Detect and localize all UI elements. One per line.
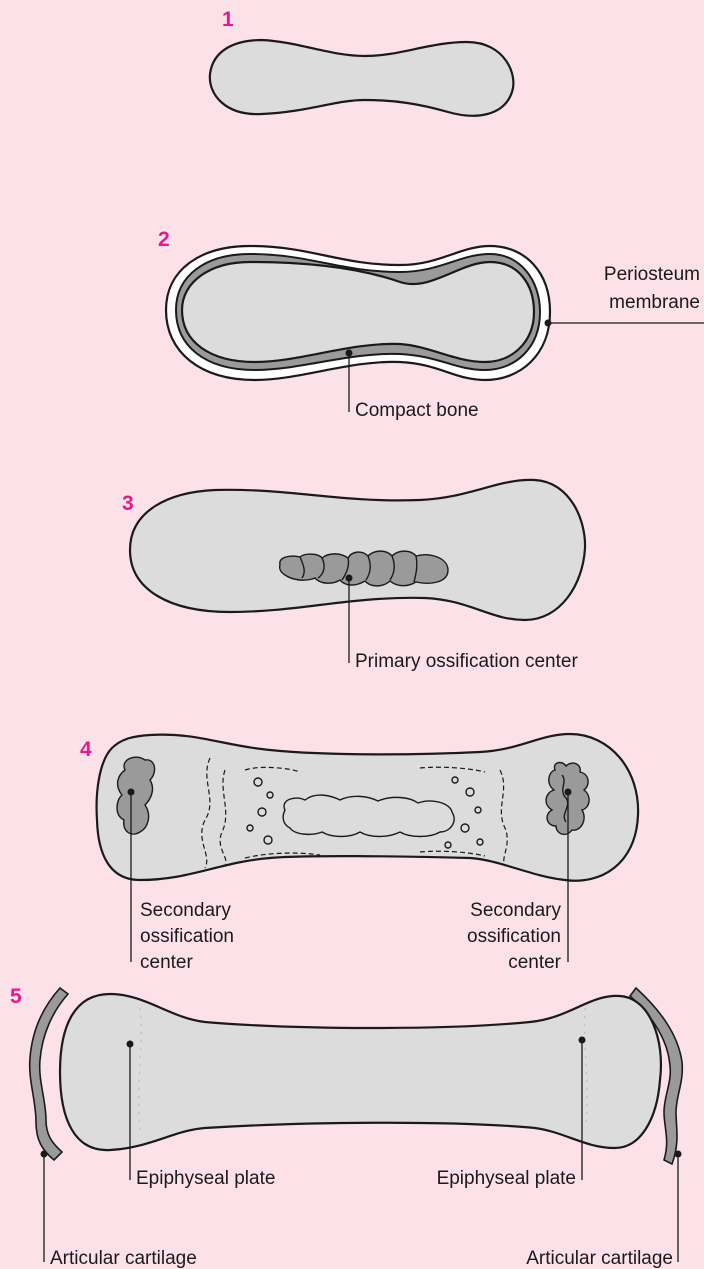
stage-4: 4 Secondary ossification center Secondar… [80, 734, 638, 973]
left-epiphyseal-label: Epiphyseal plate [136, 1168, 275, 1189]
periosteum-label-line1: Periosteum [604, 264, 700, 285]
left-cartilage-label: Articular cartilage [50, 1248, 197, 1269]
cartilage-model-bone [210, 40, 514, 116]
step-number-1: 1 [222, 8, 234, 31]
stage-3: 3 Primary ossification center [122, 480, 585, 672]
stage-2: 2 Periosteum membrane Compact bone [158, 228, 704, 421]
periosteum-pointer-dot [545, 320, 552, 327]
right-secondary-label-line2: ossification [467, 926, 561, 947]
developing-bone-stage-3 [130, 480, 585, 620]
step-number-2: 2 [158, 228, 170, 251]
step-number-5: 5 [10, 985, 22, 1008]
marrow-cavity-inner [182, 262, 534, 362]
left-secondary-label-line3: center [140, 952, 193, 973]
mature-long-bone [60, 994, 661, 1150]
primary-center-pointer-dot [346, 575, 353, 582]
right-secondary-label-line1: Secondary [470, 900, 561, 921]
stage-5: 5 Epiphyseal plate Epiphyseal plate Arti… [10, 985, 682, 1269]
periosteum-label-line2: membrane [609, 292, 700, 313]
compact-bone-pointer-dot [346, 350, 353, 357]
left-secondary-label-line2: ossification [140, 926, 234, 947]
step-number-3: 3 [122, 492, 134, 515]
right-cartilage-label: Articular cartilage [526, 1248, 673, 1269]
right-secondary-pointer-dot [565, 789, 572, 796]
right-secondary-label-line3: center [508, 952, 561, 973]
left-secondary-pointer-dot [128, 789, 135, 796]
right-epiphyseal-label: Epiphyseal plate [437, 1168, 576, 1189]
primary-ossification-spongy-bone [280, 551, 448, 586]
left-epiphyseal-pointer-dot [127, 1041, 134, 1048]
left-cartilage-pointer-dot [41, 1151, 48, 1158]
step-number-4: 4 [80, 738, 92, 761]
right-cartilage-pointer-dot [675, 1151, 682, 1158]
primary-center-label: Primary ossification center [355, 651, 578, 672]
left-secondary-label-line1: Secondary [140, 900, 231, 921]
compact-bone-label: Compact bone [355, 400, 479, 421]
stage-1: 1 [210, 8, 514, 116]
right-epiphyseal-pointer-dot [579, 1037, 586, 1044]
